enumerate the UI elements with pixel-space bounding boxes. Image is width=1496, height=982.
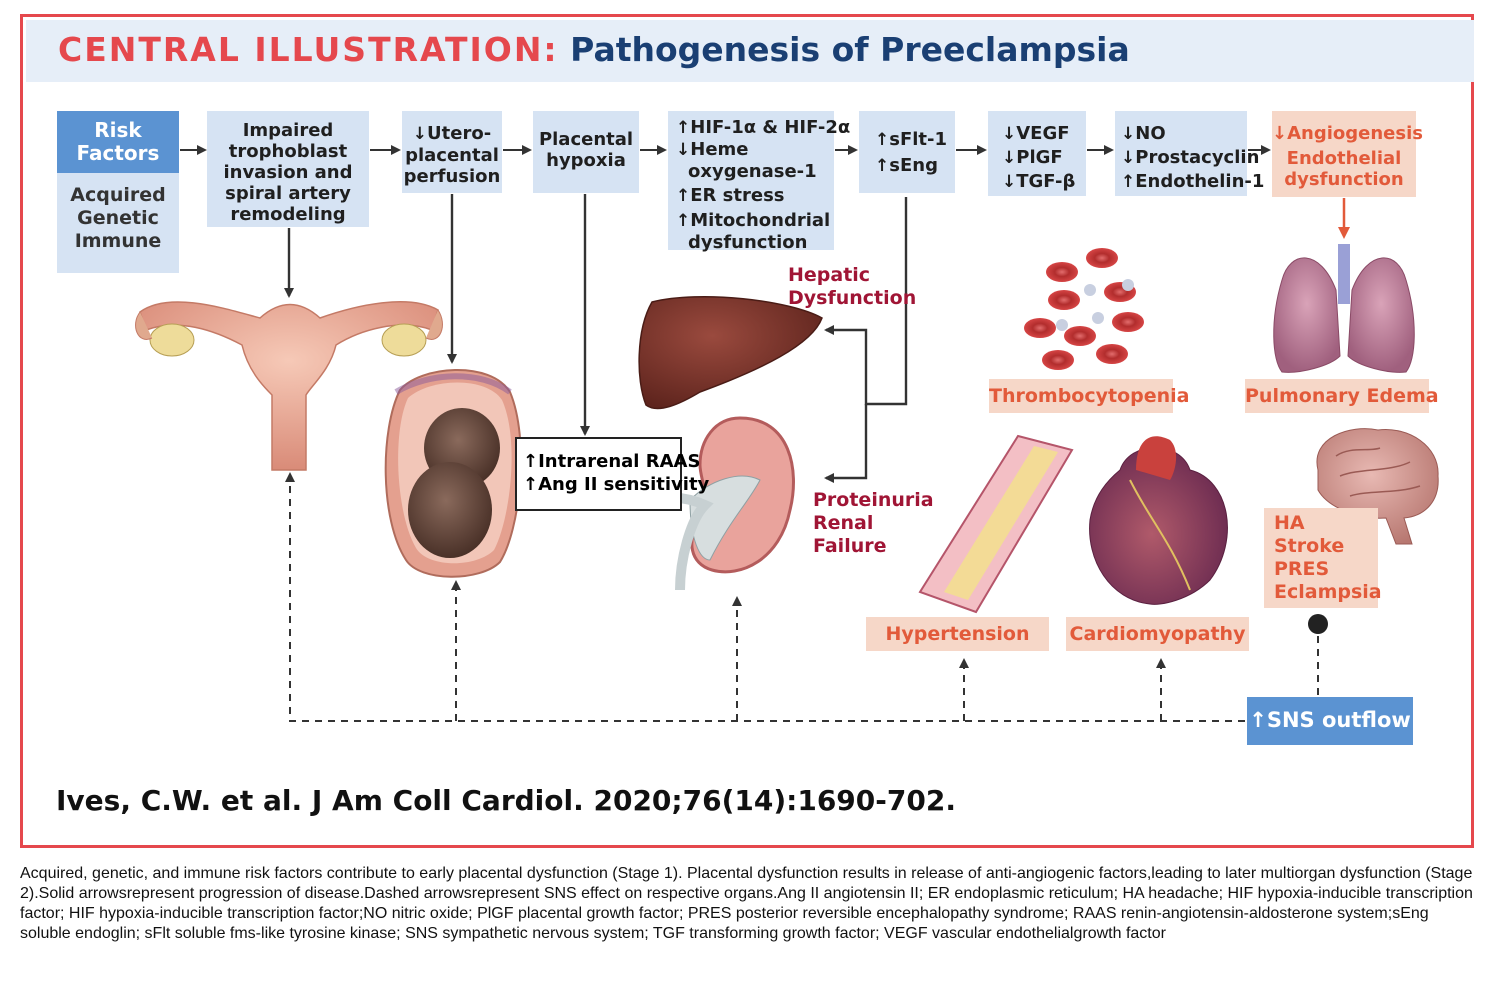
neuro-outcomes-label: HA Stroke PRES Eclampsia (1264, 508, 1382, 608)
up-arrow-icon: ↑ (875, 130, 890, 150)
up-arrow-icon: ↑ (523, 451, 539, 472)
figure-caption: Acquired, genetic, and immune risk facto… (20, 865, 1473, 942)
up-arrow-icon: ↑ (676, 118, 691, 138)
down-arrow-icon: ↓ (1002, 148, 1017, 168)
up-arrow-icon: ↑ (875, 156, 890, 176)
flow-line: invasion and (223, 162, 353, 183)
flow-line: oxygenase-1 (688, 161, 817, 182)
up-arrow-icon: ↑ (1121, 172, 1136, 192)
neuro-line: Eclampsia (1274, 581, 1382, 603)
flow-line: dysfunction (1284, 169, 1404, 190)
flow-line: TGF-β (1016, 171, 1076, 192)
down-arrow-icon: ↓ (1002, 172, 1017, 192)
title-label: CENTRAL ILLUSTRATION: (58, 30, 559, 69)
flow-line: Angiogenesis (1287, 123, 1423, 144)
flow-box-perfusion: ↓Utero- placental perfusion (402, 111, 502, 193)
up-arrow-icon: ↑ (676, 186, 691, 206)
flow-line: Heme (690, 139, 749, 160)
fetus-illustration (384, 369, 522, 578)
flow-line: Mitochondrial (690, 210, 831, 231)
renal-line: Failure (813, 535, 887, 557)
flow-line: trophoblast (228, 141, 348, 162)
uterus-illustration (135, 301, 443, 471)
raas-line: Intrarenal RAAS (538, 451, 701, 472)
citation: Ives, C.W. et al. J Am Coll Cardiol. 202… (56, 784, 956, 817)
renal-line: Proteinuria (813, 489, 934, 511)
hepatic-dysfunction-label: Hepatic Dysfunction (788, 264, 916, 310)
red-blood-cells-illustration (1024, 248, 1144, 370)
sns-label: SNS outflow (1266, 708, 1411, 732)
header-band (26, 20, 1474, 82)
flow-line: dysfunction (688, 232, 808, 253)
raas-line: Ang II sensitivity (538, 474, 710, 495)
down-arrow-icon: ↓ (676, 140, 691, 160)
flow-box-vegf: ↓VEGF ↓PlGF ↓TGF-β (988, 111, 1086, 196)
flow-line: VEGF (1016, 123, 1070, 144)
up-arrow-icon: ↑ (1249, 708, 1267, 732)
down-arrow-icon: ↓ (1002, 124, 1017, 144)
renal-line: Renal (813, 512, 874, 534)
renal-failure-label: Proteinuria Renal Failure (813, 489, 934, 558)
raas-box: ↑Intrarenal RAAS ↑Ang II sensitivity (515, 437, 709, 511)
flow-line: Prostacyclin (1135, 147, 1260, 168)
heart-illustration (1089, 436, 1228, 605)
flow-line: Impaired (242, 120, 334, 141)
hepatic-line: Hepatic (788, 264, 871, 286)
thrombocytopenia-label: Thrombocytopenia (989, 379, 1190, 413)
flow-line: sFlt-1 (889, 129, 948, 150)
flow-line: PlGF (1016, 147, 1063, 168)
flow-box-hypoxia: Placental hypoxia (533, 111, 639, 193)
risk-title-line1: Risk (94, 118, 142, 142)
blood-vessel-illustration (918, 434, 1074, 614)
dashed-sns-arrows (285, 472, 1319, 722)
flow-line: remodeling (230, 204, 346, 225)
flow-line: placental (405, 145, 499, 166)
flow-box-angiogenesis: ↓Angiogenesis Endothelial dysfunction (1272, 111, 1423, 197)
sns-dot (1308, 614, 1328, 634)
page-title: CENTRAL ILLUSTRATION: Pathogenesis of Pr… (58, 30, 1130, 69)
up-arrow-icon: ↑ (523, 474, 539, 495)
cardiomyopathy-label: Cardiomyopathy (1066, 617, 1249, 651)
flow-line: HIF-1α & HIF-2α (690, 117, 851, 138)
risk-title-line2: Factors (76, 141, 160, 165)
neuro-line: Stroke (1274, 535, 1345, 557)
pulmonary-edema-label: Pulmonary Edema (1245, 379, 1439, 413)
solid-arrows (284, 194, 908, 483)
flow-line: Endothelial (1286, 148, 1402, 169)
down-arrow-icon: ↓ (1121, 124, 1136, 144)
risk-item: Acquired (70, 184, 166, 206)
flow-line: Endothelin-1 (1135, 171, 1265, 192)
hepatic-line: Dysfunction (788, 287, 917, 309)
up-arrow-icon: ↑ (676, 211, 691, 231)
flow-line: Placental (538, 129, 634, 150)
risk-item: Immune (74, 230, 162, 252)
neuro-line: HA (1274, 512, 1305, 534)
flow-box-trophoblast: Impaired trophoblast invasion and spiral… (207, 111, 369, 227)
neuro-line: PRES (1274, 558, 1330, 580)
flow-line: spiral artery (225, 183, 351, 204)
liver-illustration (638, 296, 823, 410)
flow-line: NO (1135, 123, 1166, 144)
down-arrow-icon: ↓ (1121, 148, 1136, 168)
flow-line: hypoxia (546, 150, 626, 171)
down-arrow-icon: ↓ (412, 124, 428, 144)
risk-factors-list: Acquired Genetic Immune (57, 173, 179, 273)
flow-line: ER stress (690, 185, 785, 206)
flow-box-hif: ↑HIF-1α & HIF-2α ↓Heme oxygenase-1 ↑ER s… (668, 111, 850, 253)
lungs-illustration (1273, 244, 1415, 373)
down-arrow-icon: ↓ (1272, 123, 1288, 144)
flow-line: perfusion (403, 166, 501, 187)
flow-line: sEng (889, 155, 938, 176)
flow-line: Utero- (427, 123, 492, 144)
hypertension-label: Hypertension (866, 617, 1049, 651)
risk-item: Genetic (77, 207, 159, 229)
risk-factors-heading: Risk Factors (57, 111, 179, 173)
flow-box-sflt: ↑sFlt-1 ↑sEng (859, 111, 955, 193)
flow-box-no: ↓NO ↓Prostacyclin ↑Endothelin-1 (1115, 111, 1264, 196)
kidney-illustration (638, 416, 795, 591)
title-text: Pathogenesis of Preeclampsia (570, 30, 1130, 69)
sns-outflow-box: ↑SNS outflow (1247, 697, 1413, 745)
